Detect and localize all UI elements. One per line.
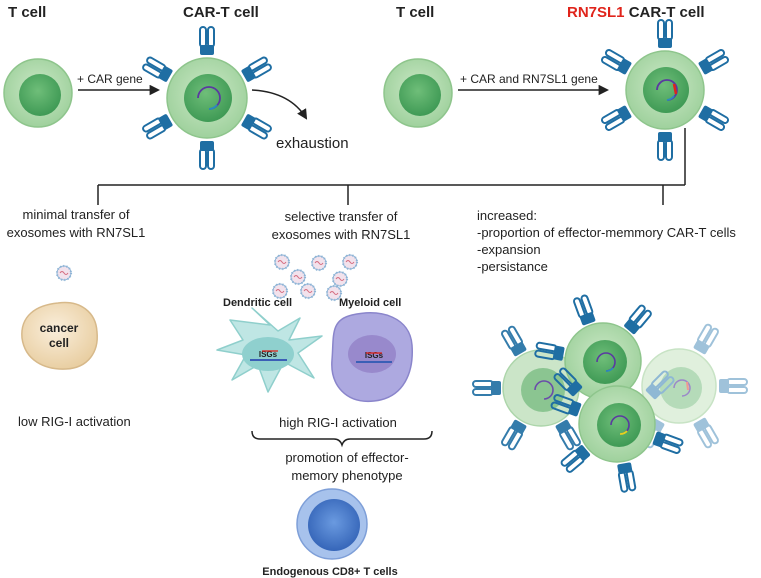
promotion-line2: memory phenotype — [291, 468, 402, 483]
tcell-right-title: T cell — [396, 4, 434, 21]
exosome-cluster — [271, 253, 359, 302]
cancer-label-2: cell — [49, 336, 69, 350]
left-branch-line2: exosomes with RN7SL1 — [7, 225, 146, 240]
dendritic-label: Dendritic cell — [223, 297, 292, 309]
car-gene-label: + CAR gene — [77, 72, 143, 86]
dendritic-cell: ISGs — [216, 307, 323, 393]
cd8-t-cell — [296, 488, 368, 560]
rn7sl1-cart-cell — [599, 19, 731, 161]
right-head: increased: — [477, 208, 537, 223]
right-item3: -persistance — [477, 259, 548, 274]
promotion-line1: promotion of effector- — [285, 450, 408, 465]
branch-connector — [97, 128, 686, 205]
left-branch-line1: minimal transfer of — [23, 207, 130, 222]
tcell-left-title: T cell — [8, 4, 46, 21]
middle-branch-line2: exosomes with RN7SL1 — [272, 227, 411, 242]
rn7sl1-cart-title: RN7SL1 CAR-T cell — [567, 4, 705, 21]
car-rn7-gene-label: + CAR and RN7SL1 gene — [460, 72, 598, 86]
right-item1: -proportion of effector-memmory CAR-T ce… — [477, 225, 736, 240]
cart-cell-cluster — [472, 293, 748, 494]
exhaustion-arrow — [251, 89, 308, 120]
right-item2: -expansion — [477, 242, 541, 257]
rn7sl1-title-rest: CAR-T cell — [625, 4, 705, 21]
isgs-label-2: ISGs — [365, 351, 384, 360]
isgs-label-1: ISGs — [259, 350, 278, 359]
cd8-label: Endogenous CD8+ T cells — [262, 566, 397, 578]
rn7sl1-title-red: RN7SL1 — [567, 4, 625, 21]
exhaustion-label: exhaustion — [276, 135, 349, 152]
myeloid-cell: ISGs — [331, 312, 413, 402]
cancer-label-1: cancer — [40, 321, 79, 335]
cancer-cell: cancer cell — [21, 301, 98, 370]
exosome-left — [55, 264, 73, 282]
cart-cell-title: CAR-T cell — [183, 4, 259, 21]
curly-brace — [251, 430, 433, 448]
tcell-left — [3, 58, 73, 128]
middle-branch-line1: selective transfer of — [285, 209, 398, 224]
myeloid-label: Myeloid cell — [339, 297, 401, 309]
cart-cell — [141, 26, 273, 170]
high-rig-activation: high RIG-I activation — [279, 415, 397, 430]
tcell-right — [383, 58, 453, 128]
low-rig-activation: low RIG-I activation — [18, 414, 131, 429]
